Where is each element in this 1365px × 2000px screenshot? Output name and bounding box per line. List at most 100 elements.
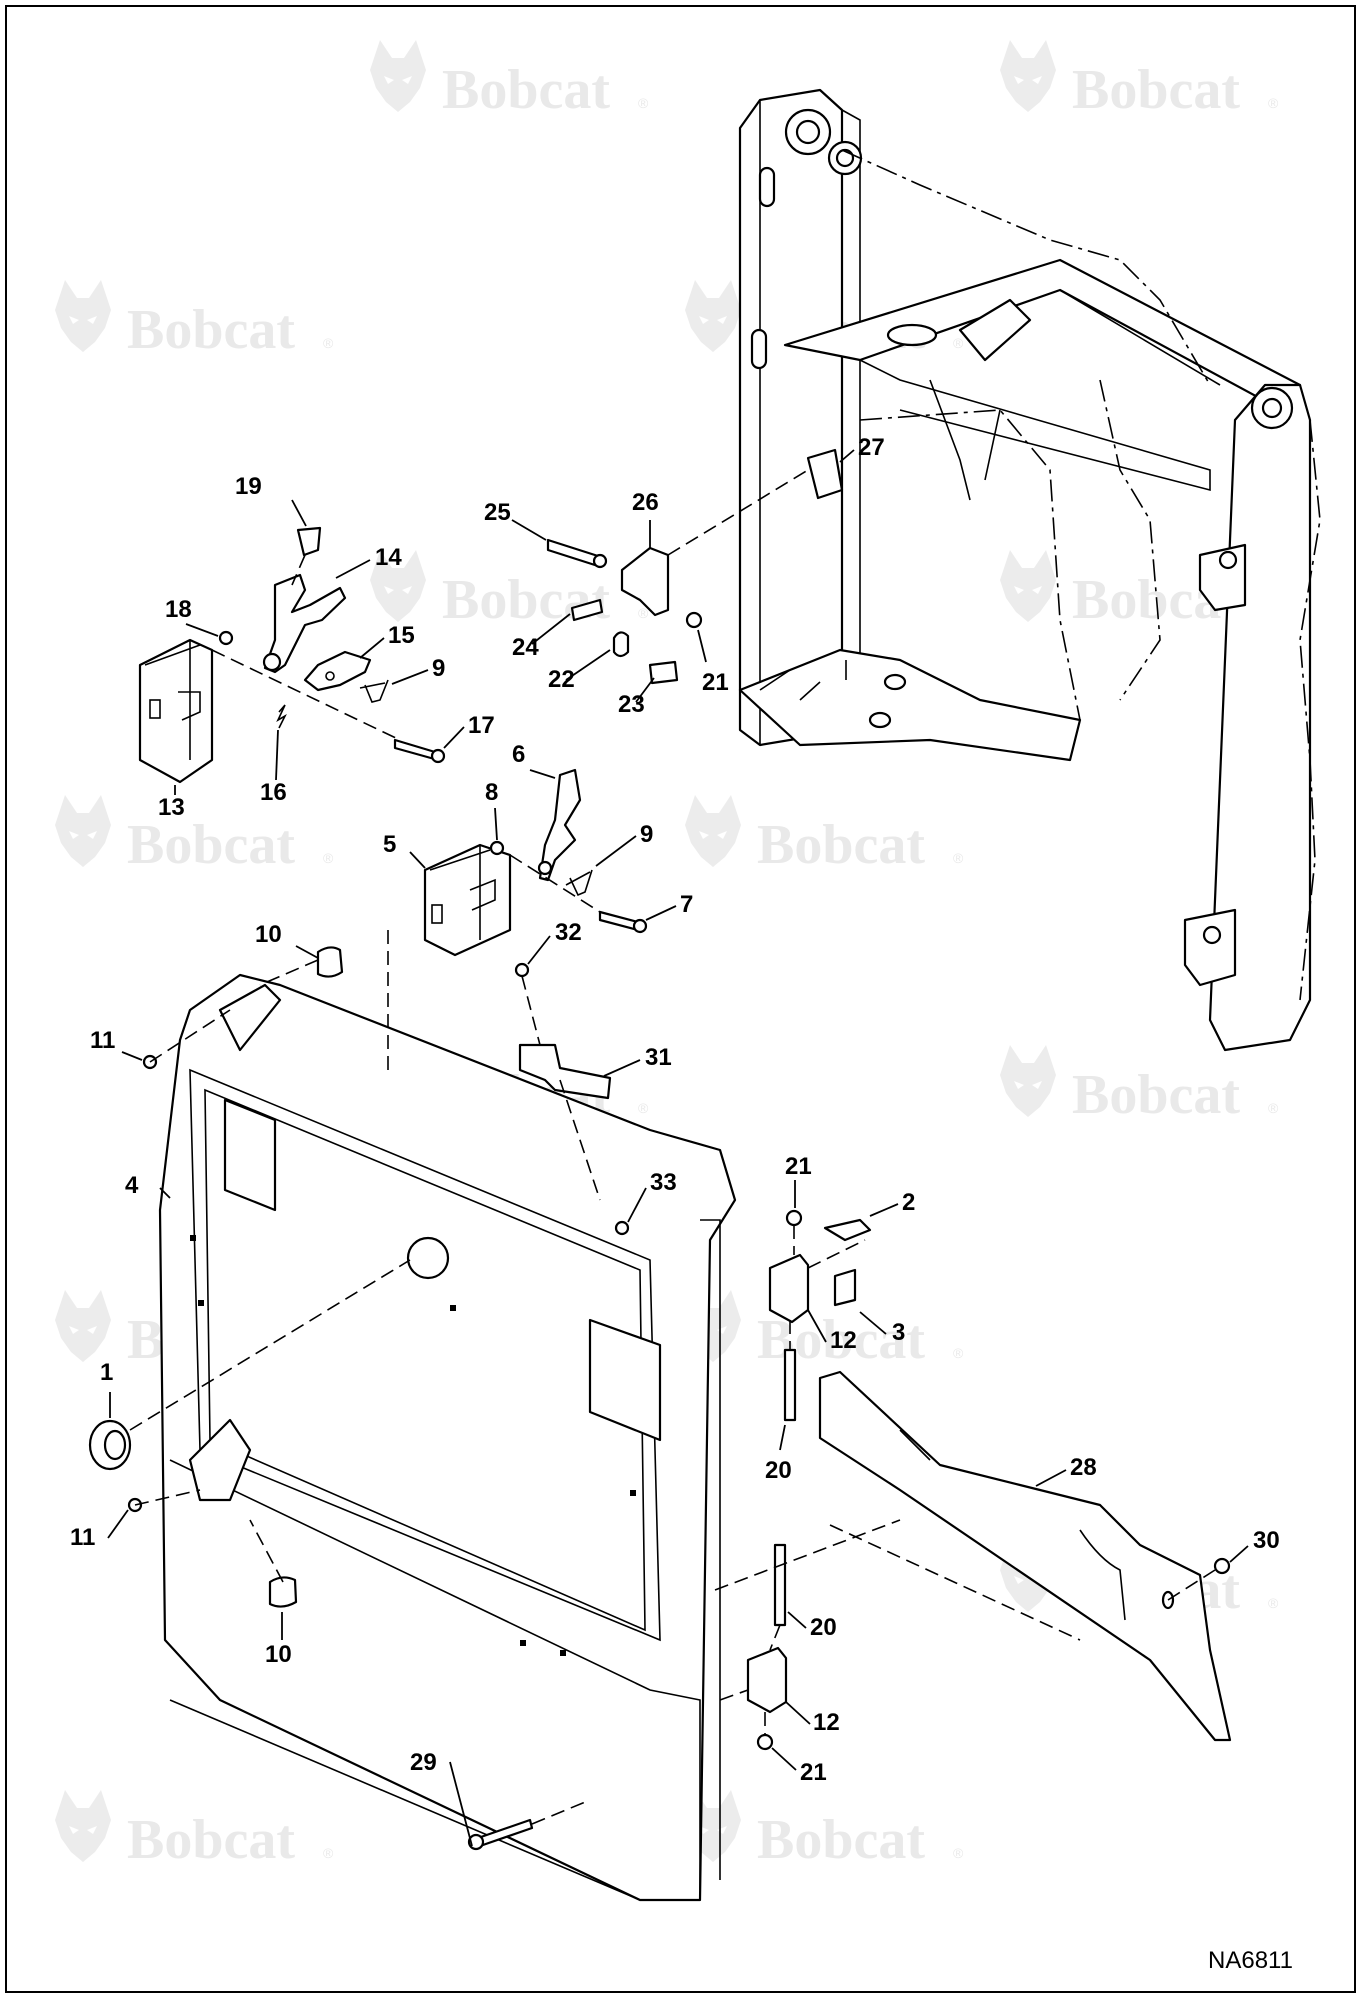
watermark-registered-mark: ® <box>1268 1595 1279 1611</box>
callout-c12a: 12 <box>807 1309 857 1354</box>
callout-c17: 17 <box>443 712 495 749</box>
callout-c32: 32 <box>527 919 582 965</box>
callout-leader-line <box>159 1187 171 1199</box>
stop-bracket-assembly <box>546 448 844 685</box>
callout-number: 7 <box>680 891 693 918</box>
callout-leader-line <box>697 629 707 663</box>
callout-number: 2 <box>902 1189 915 1216</box>
callout-c10b: 10 <box>265 1612 292 1668</box>
callout-c20b: 20 <box>787 1611 837 1641</box>
watermark-registered-mark: ® <box>953 335 964 351</box>
spring-16 <box>276 704 287 729</box>
callout-number: 21 <box>800 1759 827 1786</box>
callout-c6: 6 <box>512 741 556 779</box>
nut-21-mid <box>785 1209 803 1227</box>
callout-c3: 3 <box>859 1311 905 1346</box>
callout-leader-line <box>121 1051 143 1061</box>
callout-leader-line <box>787 1611 807 1629</box>
watermark-brand: Bobcat <box>127 299 295 361</box>
callout-c21a: 21 <box>785 1153 812 1208</box>
knob-19 <box>296 526 322 557</box>
callout-number: 10 <box>265 1641 292 1668</box>
plate-2 <box>823 1218 872 1242</box>
watermark-brand: Bobcat <box>757 814 925 876</box>
bobcat-watermark: Bobcat® <box>1000 1045 1279 1126</box>
callout-c2: 2 <box>869 1189 915 1217</box>
bobcat-logo-icon <box>55 280 111 352</box>
bobcat-logo-icon <box>370 40 426 112</box>
watermark-brand: Bobcat <box>1072 59 1240 121</box>
screw-33 <box>614 1220 630 1236</box>
door-knob-1 <box>88 1259 411 1471</box>
callout-leader-line <box>409 851 426 869</box>
bobcat-logo-icon <box>1000 40 1056 112</box>
callout-leader-line <box>359 637 385 659</box>
watermark-registered-mark: ® <box>953 1845 964 1861</box>
watermark-registered-mark: ® <box>323 1845 334 1861</box>
callout-leader-line <box>511 519 547 541</box>
callout-c31: 31 <box>603 1044 672 1077</box>
bobcat-watermark: Bobcat® <box>370 40 649 121</box>
callout-c9a: 9 <box>391 655 445 685</box>
callout-c8: 8 <box>485 779 498 841</box>
hinge-12-bottom <box>746 1646 788 1714</box>
callout-c25: 25 <box>484 499 547 541</box>
callout-number: 9 <box>432 655 445 682</box>
bumper-10-bottom <box>268 1576 298 1608</box>
watermark-registered-mark: ® <box>1268 95 1279 111</box>
callout-c10a: 10 <box>255 921 319 959</box>
callout-leader-line <box>391 669 429 685</box>
callout-number: 3 <box>892 1319 905 1346</box>
callout-leader-line <box>1035 1469 1067 1487</box>
hinge-12-top <box>768 1253 810 1324</box>
callout-number: 21 <box>785 1153 812 1180</box>
callout-c14: 14 <box>335 544 402 579</box>
callout-number: 27 <box>858 434 885 461</box>
callout-c4: 4 <box>125 1172 171 1199</box>
callout-leader-line <box>531 613 571 645</box>
callout-leader-line <box>859 1311 887 1335</box>
callout-c24: 24 <box>512 613 571 661</box>
callout-leader-line <box>565 649 611 681</box>
callout-number: 14 <box>375 544 402 571</box>
watermark-brand: Bobcat <box>127 814 295 876</box>
callout-leader-line <box>295 945 319 959</box>
callout-leader-line <box>869 1203 899 1217</box>
nut-8 <box>489 840 505 856</box>
callout-number: 23 <box>618 691 645 718</box>
callout-number: 33 <box>650 1169 677 1196</box>
callout-number: 5 <box>383 831 396 858</box>
bumper-22 <box>612 631 630 658</box>
callout-number: 18 <box>165 596 192 623</box>
bobcat-watermark: Bobcat ® <box>1000 40 1279 121</box>
watermark-registered-mark: ® <box>953 850 964 866</box>
nut-18 <box>218 630 234 646</box>
bobcat-logo-icon <box>1000 1045 1056 1117</box>
callout-leader-line <box>807 1309 827 1343</box>
latch-lever-6 <box>538 768 582 882</box>
latch-bracket-5 <box>423 843 512 957</box>
callout-c19: 19 <box>235 473 307 527</box>
callout-leader-line <box>449 1761 473 1847</box>
callout-number: 10 <box>255 921 282 948</box>
callout-c29: 29 <box>410 1749 473 1847</box>
watermark-brand: Bobcat <box>1072 1064 1240 1126</box>
rear-door-panel-4 <box>158 973 737 1902</box>
callout-number: 32 <box>555 919 582 946</box>
bumper-27 <box>806 448 844 500</box>
callout-c26: 26 <box>632 489 659 548</box>
callout-number: 4 <box>125 1172 139 1199</box>
bobcat-watermark: Bobcat® <box>55 1790 334 1871</box>
upper-hinge-assembly <box>768 1209 872 1422</box>
nut-21-bottom <box>756 1733 774 1751</box>
spring-9 <box>359 679 389 703</box>
callout-leader-line <box>1229 1545 1249 1563</box>
bobcat-logo-icon <box>55 1790 111 1862</box>
bobcat-logo-icon <box>685 795 741 867</box>
callout-c1: 1 <box>100 1359 113 1418</box>
callout-leader-line <box>779 1424 786 1451</box>
callout-leader-line <box>635 677 655 703</box>
watermark-brand: Bobcat <box>442 569 610 631</box>
bolt-7 <box>598 910 640 932</box>
